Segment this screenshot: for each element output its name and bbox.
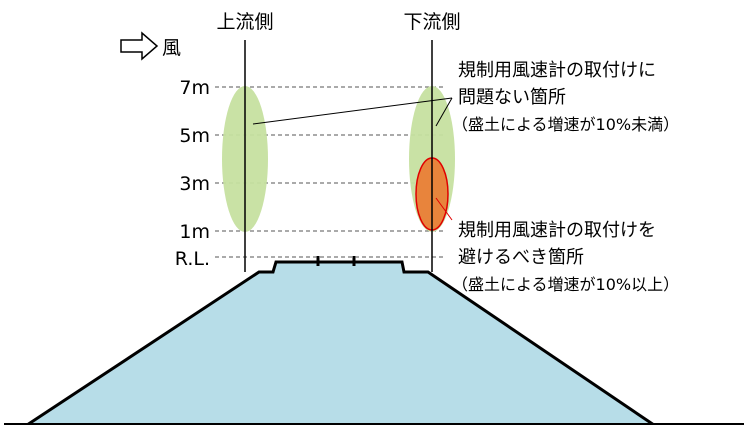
avoid-leader [435, 197, 453, 221]
upstream-label: 上流側 [216, 11, 273, 33]
height-label-5m: 5m [179, 125, 210, 147]
ok-leader-downstream [435, 97, 453, 127]
ok-leader-upstream [252, 97, 453, 125]
height-label-3m: 3m [179, 173, 210, 195]
ok-annotation-line3: （盛土による増速が10%未満） [452, 115, 679, 134]
embankment [24, 260, 657, 425]
ok-annotation-line1: 規制用風速計の取付けに [458, 60, 656, 81]
wind-label: 風 [162, 37, 181, 59]
ok-annotation-line2: 問題ない箇所 [458, 87, 566, 108]
wind-direction-arrow-icon [120, 31, 159, 61]
avoid-annotation-line2: 避けるべき箇所 [458, 247, 584, 268]
height-label-1m: 1m [179, 221, 210, 243]
height-label-7m: 7m [179, 77, 210, 99]
avoid-annotation-line1: 規制用風速計の取付けを [458, 220, 656, 241]
avoid-annotation-line3: （盛土による増速が10%以上） [452, 275, 679, 294]
downstream-label: 下流側 [403, 11, 460, 33]
height-label-rl: R.L. [175, 248, 210, 270]
